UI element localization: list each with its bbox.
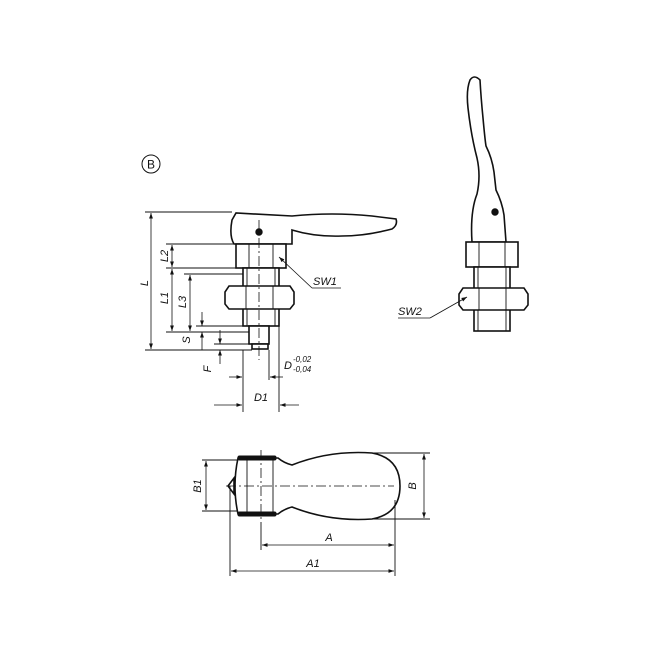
front-view: L L2 L1 L3 S F D -0,02 -0,04 D1 SW1 [139,211,398,412]
label-SW2: SW2 [398,306,422,318]
variant-marker: B [141,154,161,174]
lock-nut-side [458,287,529,311]
top-view: B1 B A A1 [192,450,430,576]
dim-label-A: A [324,532,332,544]
dim-label-A1: A1 [305,558,319,570]
dim-D-tol-lower: -0,04 [293,365,312,374]
dim-D-tol-upper: -0,02 [293,355,312,364]
upper-nut-sw1 [235,243,287,269]
dim-label-D: D [284,360,292,372]
lever-side [466,76,507,243]
side-view: SW2 [398,76,529,332]
dim-label-L: L [139,280,151,286]
dim-label-B1: B1 [192,479,204,492]
dim-label-B: B [407,482,419,489]
pivot-dot-side-icon [491,208,499,216]
lock-nut [224,285,295,310]
dim-label-L1: L1 [159,292,171,304]
dim-label-L3: L3 [177,295,189,308]
dim-label-D1: D1 [254,392,268,404]
dim-label-S: S [181,336,193,344]
dim-label-F: F [202,364,214,372]
dim-label-L2: L2 [159,250,171,262]
label-SW1: SW1 [313,276,337,288]
variant-marker-label: B [147,158,155,172]
lever-front [230,212,398,245]
upper-nut-side [465,241,519,268]
